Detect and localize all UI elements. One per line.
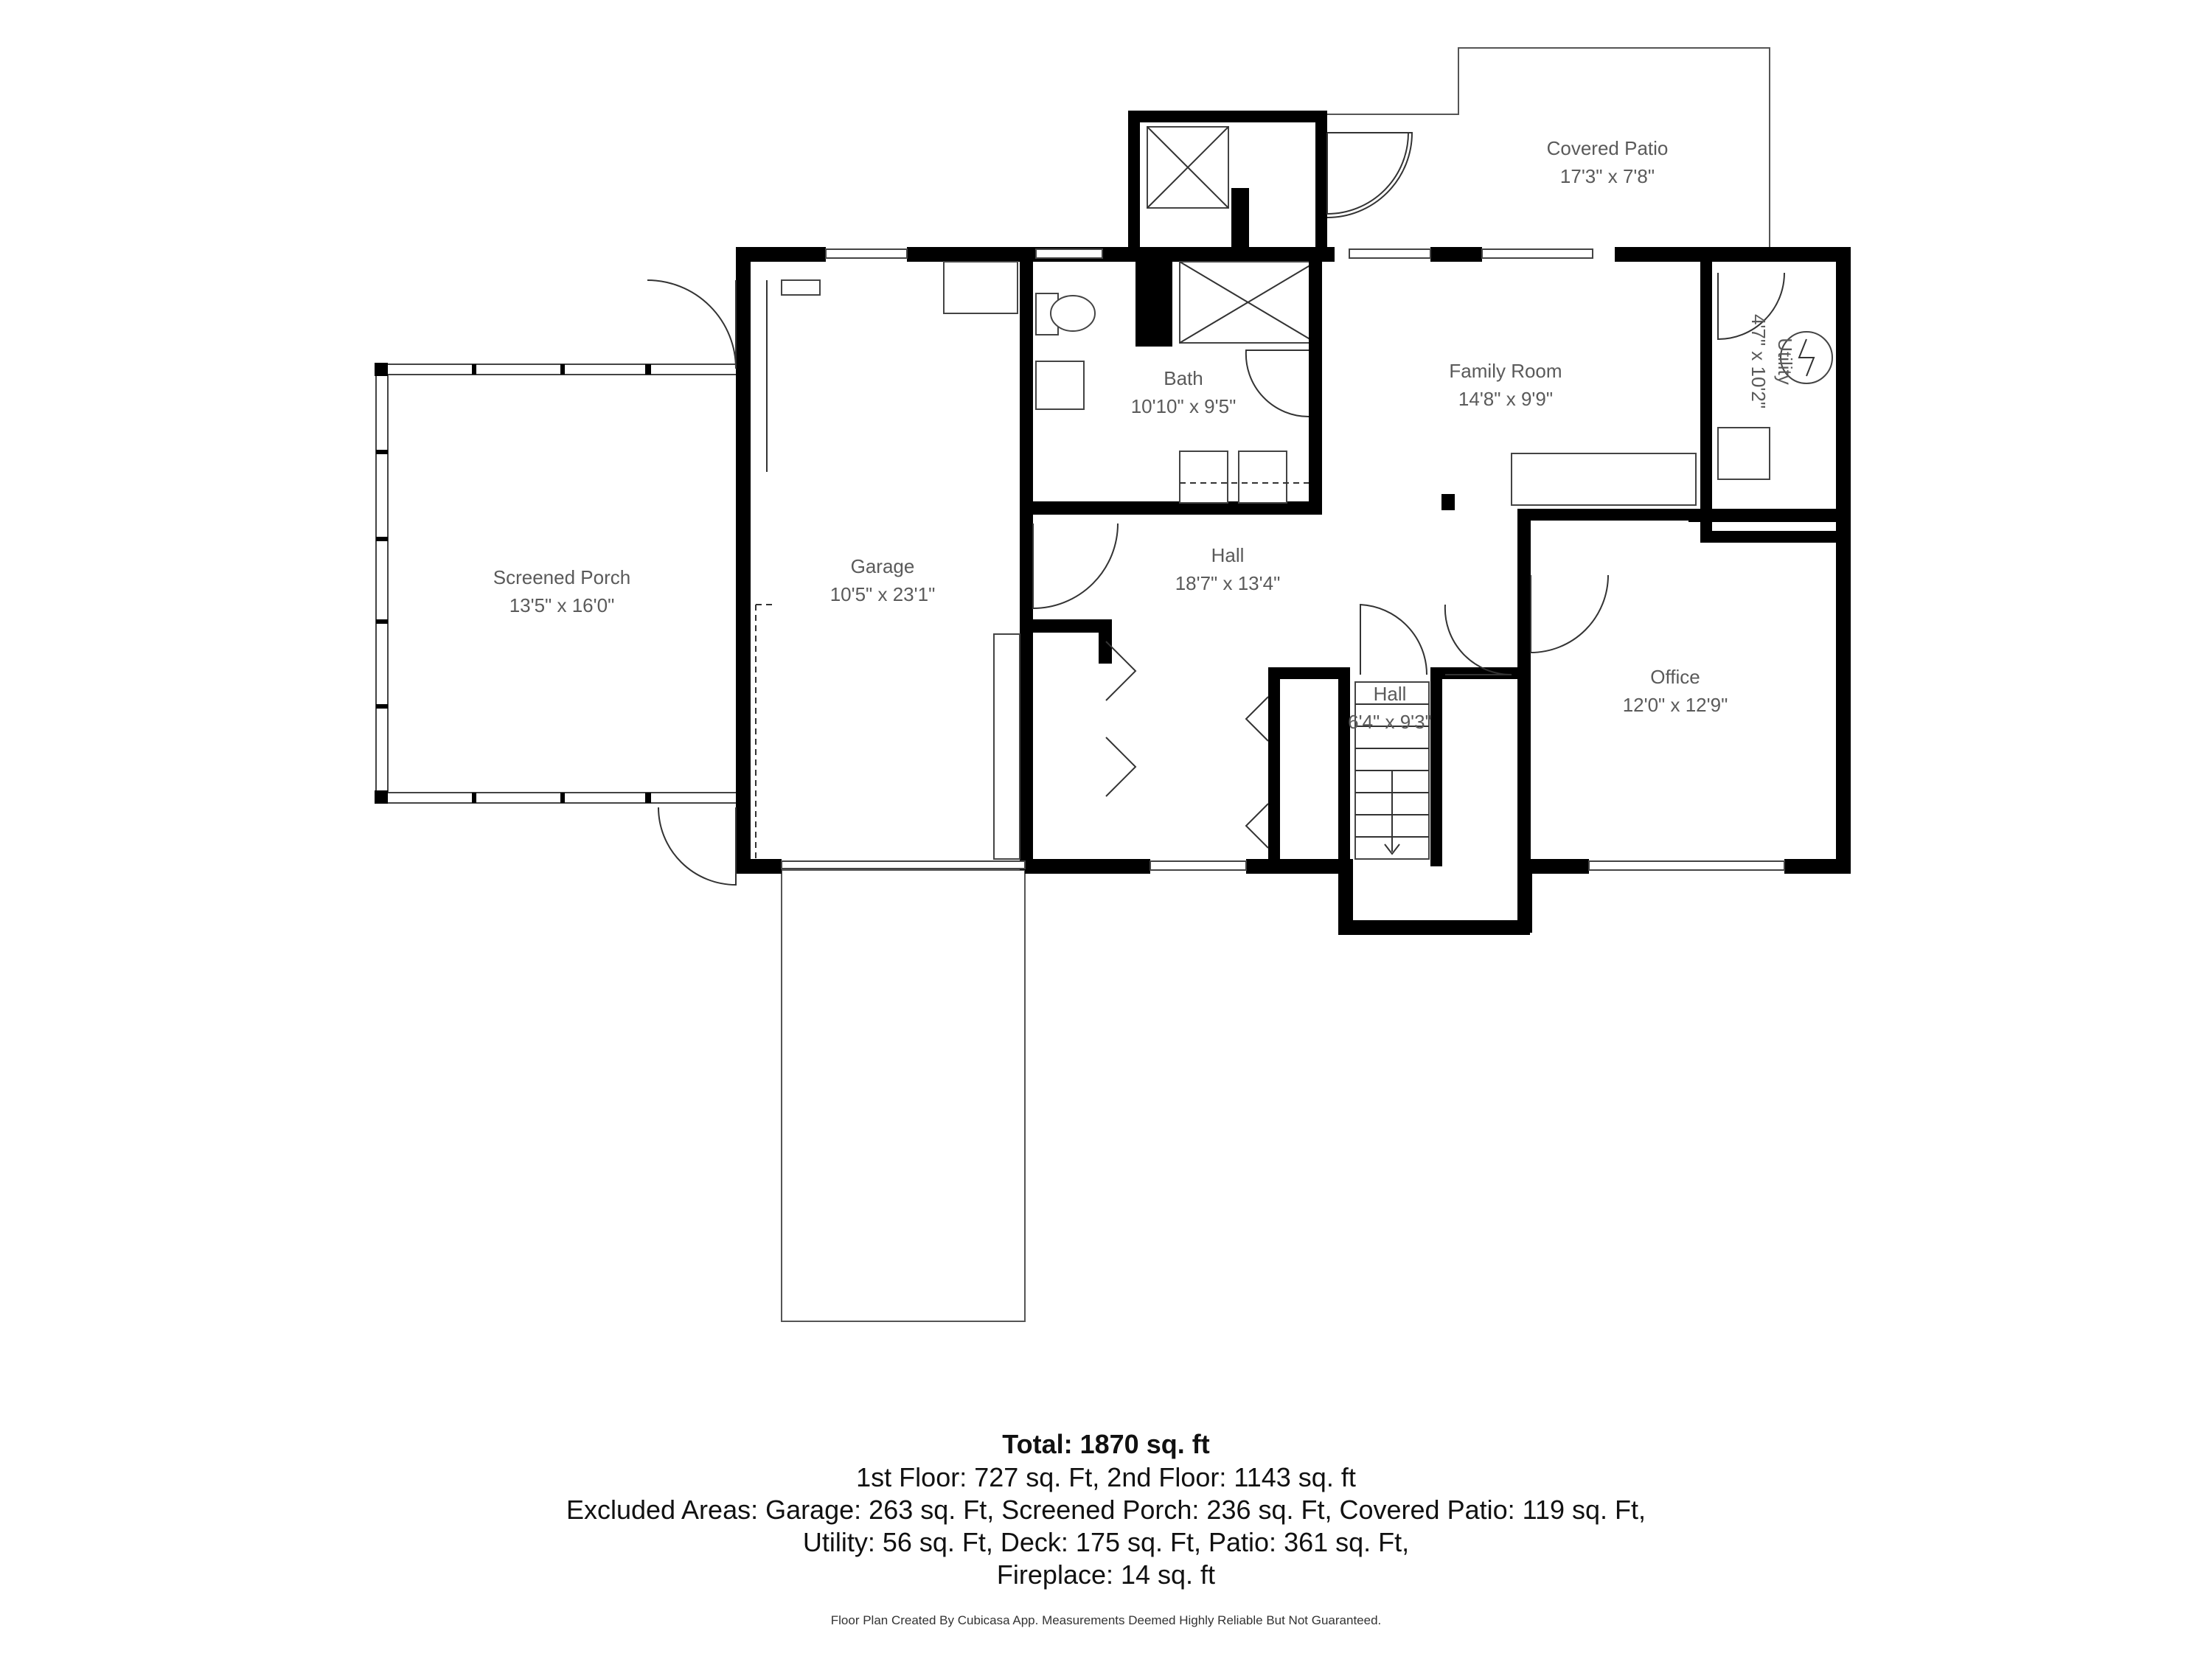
screened-porch-dims: 13'5" x 16'0" xyxy=(509,594,615,616)
office-dims: 12'0" x 12'9" xyxy=(1623,694,1728,716)
exterior-walls xyxy=(736,247,1851,935)
garage-door-lines xyxy=(755,482,1309,860)
excluded-areas-line1: Excluded Areas: Garage: 263 sq. Ft, Scre… xyxy=(566,1495,1646,1525)
excluded-areas-line2: Utility: 56 sq. Ft, Deck: 175 sq. Ft, Pa… xyxy=(802,1527,1410,1557)
bath-name: Bath xyxy=(1164,367,1203,389)
doors xyxy=(647,132,1785,886)
windows xyxy=(781,248,1785,871)
utility-name: Utility xyxy=(1774,338,1796,385)
covered-patio-name: Covered Patio xyxy=(1547,137,1669,159)
total-area: Total: 1870 sq. ft xyxy=(1002,1429,1210,1459)
driveway-outline xyxy=(781,869,1026,1322)
hall-small-name: Hall xyxy=(1374,683,1407,705)
bath-dims: 10'10" x 9'5" xyxy=(1131,395,1237,417)
sink-icon xyxy=(1035,361,1085,410)
covered-patio-outline xyxy=(1327,47,1770,247)
hall-main-name: Hall xyxy=(1211,544,1245,566)
interior-walls xyxy=(1020,247,1851,870)
hall-small-dims: 6'4" x 9'3" xyxy=(1348,711,1432,733)
family-room-dims: 14'8" x 9'9" xyxy=(1458,388,1553,410)
credit-disclaimer: Floor Plan Created By Cubicasa App. Meas… xyxy=(830,1613,1382,1627)
fixtures xyxy=(766,261,1833,510)
garage-dims: 10'5" x 23'1" xyxy=(830,583,936,605)
family-room-name: Family Room xyxy=(1449,360,1562,382)
office-name: Office xyxy=(1650,666,1700,688)
stairs xyxy=(1354,681,1430,860)
screened-porch-name: Screened Porch xyxy=(493,566,630,588)
utility-dims: 4'7" x 10'2" xyxy=(1747,314,1770,408)
garage-name: Garage xyxy=(851,555,915,577)
excluded-areas-line3: Fireplace: 14 sq. ft xyxy=(996,1559,1216,1590)
hall-main-dims: 18'7" x 13'4" xyxy=(1175,572,1281,594)
fireplace-block xyxy=(1128,111,1327,347)
utility-label: Utility 4'7" x 10'2" xyxy=(1747,314,1796,408)
floor-areas: 1st Floor: 727 sq. Ft, 2nd Floor: 1143 s… xyxy=(856,1462,1356,1492)
covered-patio-dims: 17'3" x 7'8" xyxy=(1560,165,1655,187)
screened-porch-frame xyxy=(375,363,738,804)
